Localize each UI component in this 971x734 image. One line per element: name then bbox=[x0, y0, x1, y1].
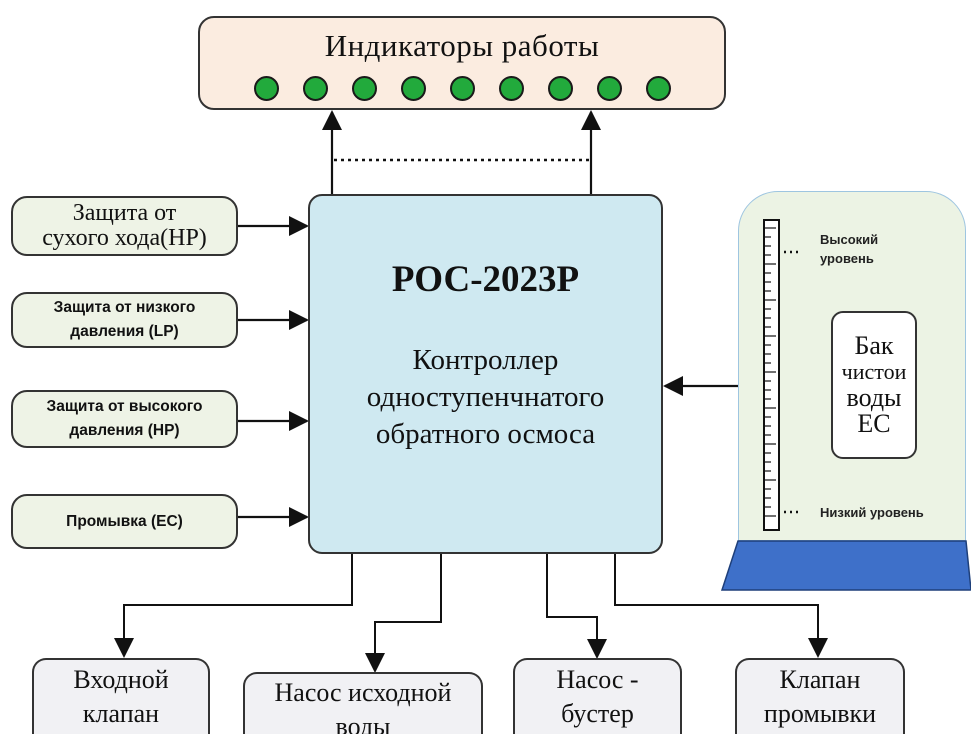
indicator-led bbox=[498, 76, 524, 101]
indicator-led bbox=[351, 76, 377, 101]
output-line-inlet-valve bbox=[114, 554, 353, 658]
controller-model: РОС-2023Р bbox=[391, 259, 580, 300]
output-flush-valve-line2: промывки bbox=[763, 699, 877, 728]
tank-label-line3: воды bbox=[846, 383, 902, 412]
indicators-title: Индикаторы работы bbox=[324, 28, 600, 63]
tank-label: Бак чистои воды ЕС bbox=[831, 311, 917, 459]
output-raw-pump-line2: воды bbox=[335, 712, 391, 734]
high-level-label: Высокий уровень bbox=[820, 232, 879, 266]
output-booster-line1: Насос - bbox=[556, 665, 639, 694]
controller-description: Контроллер одноступенчнатого обратного о… bbox=[367, 342, 604, 453]
input-flush-label: Промывка (EC) bbox=[66, 512, 183, 530]
controller-desc-line2: одноступенчнатого bbox=[366, 381, 605, 413]
output-flush-valve: Клапан промывки bbox=[735, 658, 905, 734]
tank-label-line4: ЕС bbox=[857, 409, 891, 438]
indicator-led bbox=[253, 76, 279, 101]
output-inlet-valve-line2: клапан bbox=[82, 699, 160, 728]
input-dry-run-line1: Защита от bbox=[72, 200, 177, 226]
controller-block: РОС-2023Р Контроллер одноступенчнатого о… bbox=[308, 194, 663, 554]
input-flush: Промывка (EC) bbox=[11, 494, 238, 549]
tank-label-line1: Бак bbox=[854, 331, 894, 360]
indicator-led bbox=[547, 76, 573, 101]
controller-desc-line1: Контроллер bbox=[412, 344, 559, 376]
output-booster-line2: бустер bbox=[561, 699, 634, 728]
controller-desc-line3: обратного осмоса bbox=[375, 418, 596, 450]
tank-label-line2: чистои bbox=[841, 359, 907, 384]
input-low-pressure-protection: Защита от низкого давления (LP) bbox=[11, 292, 238, 348]
input-dry-run-protection: Защита от сухого хода(HP) bbox=[11, 196, 238, 256]
input-high-pressure-line2: давления (HP) bbox=[69, 422, 180, 439]
indicator-led bbox=[596, 76, 622, 101]
output-line-raw-pump bbox=[365, 554, 442, 673]
input-low-pressure-line1: Защита от низкого bbox=[53, 299, 196, 316]
indicator-led bbox=[645, 76, 671, 101]
indicator-leds bbox=[253, 76, 671, 101]
indicator-led bbox=[449, 76, 475, 101]
output-line-booster bbox=[546, 554, 607, 659]
input-high-pressure-line1: Защита от высокого bbox=[46, 398, 203, 415]
output-flush-valve-line1: Клапан bbox=[779, 665, 861, 694]
indicators-panel: Индикаторы работы bbox=[198, 16, 726, 110]
indicator-led bbox=[302, 76, 328, 101]
output-inlet-valve: Входной клапан bbox=[32, 658, 210, 734]
output-booster-pump: Насос - бустер bbox=[513, 658, 682, 734]
output-line-flush-valve bbox=[614, 554, 828, 658]
low-level-label: Низкий уровень bbox=[820, 505, 924, 520]
input-dry-run-line2: сухого хода(HP) bbox=[42, 225, 207, 251]
indicator-led bbox=[400, 76, 426, 101]
output-inlet-valve-line1: Входной bbox=[73, 665, 169, 694]
output-raw-water-pump: Насос исходной воды bbox=[243, 672, 483, 734]
input-low-pressure-line2: давления (LP) bbox=[70, 323, 179, 340]
input-high-pressure-protection: Защита от высокого давления (HP) bbox=[11, 390, 238, 448]
output-raw-pump-line1: Насос исходной bbox=[274, 678, 452, 707]
